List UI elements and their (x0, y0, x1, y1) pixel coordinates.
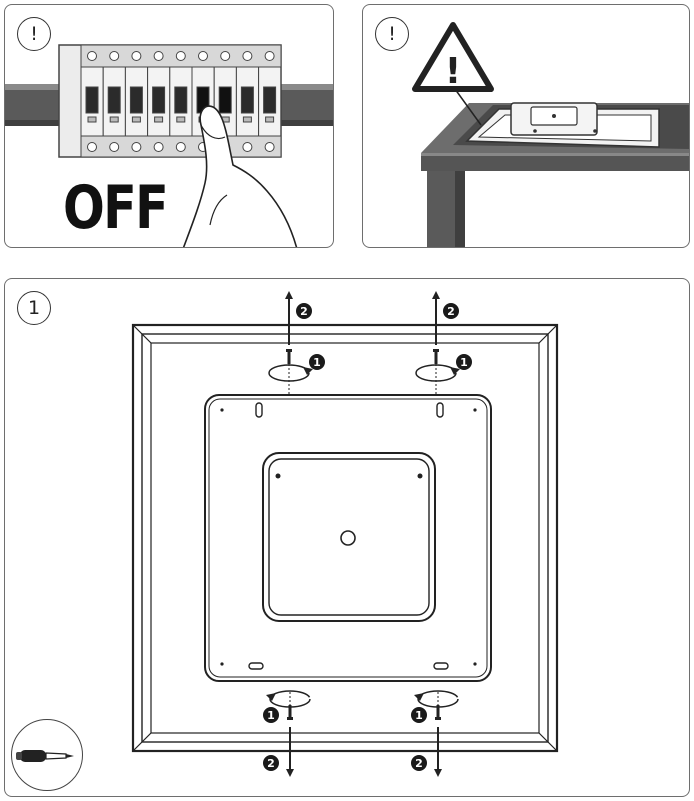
screw (435, 692, 441, 720)
step-badge: 1 (17, 291, 51, 325)
step-2-badge: 2 (263, 755, 279, 771)
step-2-badge: 2 (443, 303, 459, 319)
screwdriver-icon (16, 750, 74, 762)
rotate-arrow-icon (266, 690, 311, 708)
off-label: OFF (63, 173, 169, 243)
rotate-arrow-icon (414, 690, 459, 708)
pull-arrow-icon (434, 727, 442, 777)
pull-arrow-icon (432, 291, 440, 345)
warning-triangle-icon: ! (412, 22, 494, 92)
svg-text:2: 2 (300, 305, 308, 318)
step-1-badge: 1 (309, 354, 325, 370)
panel-soft-surface: ! ! (362, 4, 690, 248)
svg-text:1: 1 (415, 709, 423, 722)
svg-text:2: 2 (267, 757, 275, 770)
warning-symbol: ! (445, 51, 461, 92)
pull-arrow-icon (286, 727, 294, 777)
svg-text:1: 1 (267, 709, 275, 722)
step-2-badge: 2 (411, 755, 427, 771)
svg-text:1: 1 (313, 356, 321, 369)
rotate-arrow-icon (268, 364, 313, 382)
screw (433, 349, 439, 394)
step-2-badge: 2 (296, 303, 312, 319)
hand-icon (182, 105, 298, 247)
table-icon (421, 88, 689, 247)
panel-frame (131, 323, 559, 753)
rotate-arrow-icon (415, 364, 460, 382)
svg-text:2: 2 (415, 757, 423, 770)
svg-text:2: 2 (447, 305, 455, 318)
screwdriver-tool (11, 719, 83, 791)
mounting-plate (204, 394, 492, 682)
step-1-badge: 1 (411, 707, 427, 723)
step-1-badge: 1 (263, 707, 279, 723)
screw (286, 349, 292, 394)
caution-badge: ! (375, 17, 409, 51)
step-1-badge: 1 (456, 354, 472, 370)
panel-power-off: ! OFF (4, 4, 334, 248)
panel-remove-screws: 1 (4, 278, 690, 797)
svg-text:1: 1 (460, 356, 468, 369)
caution-badge: ! (17, 17, 51, 51)
pull-arrow-icon (285, 291, 293, 345)
screw (287, 692, 293, 720)
